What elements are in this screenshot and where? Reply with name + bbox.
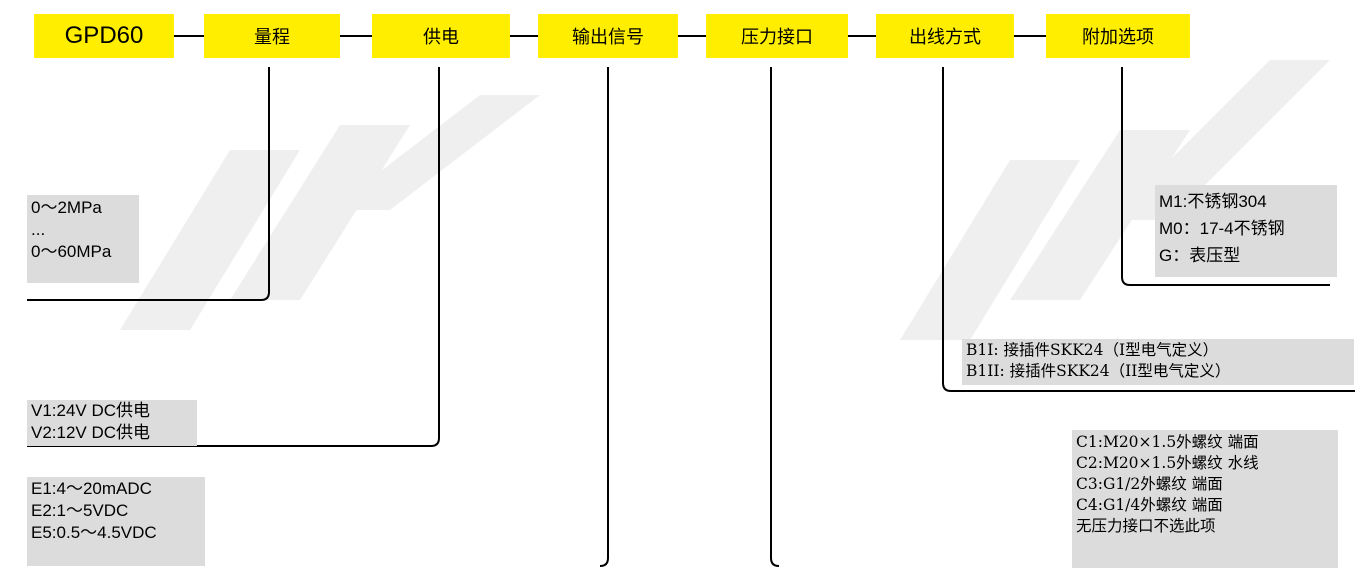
interface-option: C3:G1/2外螺纹 端面	[1076, 475, 1223, 493]
interface-options: C1:M20×1.5外螺纹 端面 C2:M20×1.5外螺纹 水线 C3:G1/…	[1072, 430, 1338, 568]
interface-box: 压力接口	[706, 14, 848, 58]
extra-option: M1:不锈钢304	[1159, 192, 1267, 211]
power-options: V1:24V DC供电 V2:12V DC供电	[27, 400, 197, 446]
watermark-left-2	[230, 125, 410, 300]
watermark-left-1	[120, 150, 300, 330]
interface-option: C4:G1/4外螺纹 端面	[1076, 496, 1223, 514]
extra-connector	[1121, 67, 1330, 286]
output-option: E5:0.5～4.5VDC	[31, 523, 157, 542]
power-box: 供电	[372, 14, 510, 58]
watermark-left-3	[330, 95, 540, 210]
extra-options: M1:不锈钢304 M0：17-4不锈钢 G：表压型	[1155, 185, 1337, 277]
interface-connector	[770, 67, 780, 567]
range-option: 0～60MPa	[31, 242, 112, 261]
watermark-right-1	[900, 160, 1080, 340]
wiring-option: B1II: 接插件SKK24（II型电气定义）	[966, 362, 1231, 380]
interface-option: C1:M20×1.5外螺纹 端面	[1076, 433, 1259, 451]
interface-option: C2:M20×1.5外螺纹 水线	[1076, 454, 1259, 472]
output-box: 输出信号	[538, 14, 678, 58]
wiring-option: B1I: 接插件SKK24（I型电气定义）	[966, 341, 1219, 359]
output-options: E1:4～20mADC E2:1～5VDC E5:0.5～4.5VDC	[27, 477, 205, 566]
model-box: GPD60	[34, 14, 174, 58]
range-option: ...	[31, 220, 46, 239]
range-box: 量程	[204, 14, 340, 58]
wiring-options: B1I: 接插件SKK24（I型电气定义） B1II: 接插件SKK24（II型…	[962, 339, 1354, 385]
range-option: 0～2MPa	[31, 198, 102, 217]
power-option: V2:12V DC供电	[31, 423, 151, 442]
watermark-right-2	[1010, 130, 1190, 300]
output-option: E2:1～5VDC	[31, 501, 129, 520]
wiring-connector	[942, 67, 1355, 392]
power-connector	[27, 67, 440, 447]
extra-option: M0：17-4不锈钢	[1159, 219, 1285, 238]
watermark-right-3	[1110, 60, 1330, 220]
interface-option: 无压力接口不选此项	[1076, 517, 1216, 535]
extra-option: G：表压型	[1159, 246, 1241, 265]
wiring-box: 出线方式	[876, 14, 1014, 58]
range-connector	[27, 67, 270, 301]
range-options: 0～2MPa ... 0～60MPa	[27, 195, 139, 283]
output-connector	[599, 67, 609, 567]
extra-box: 附加选项	[1046, 14, 1190, 58]
output-option: E1:4～20mADC	[31, 479, 152, 498]
power-option: V1:24V DC供电	[31, 401, 151, 420]
